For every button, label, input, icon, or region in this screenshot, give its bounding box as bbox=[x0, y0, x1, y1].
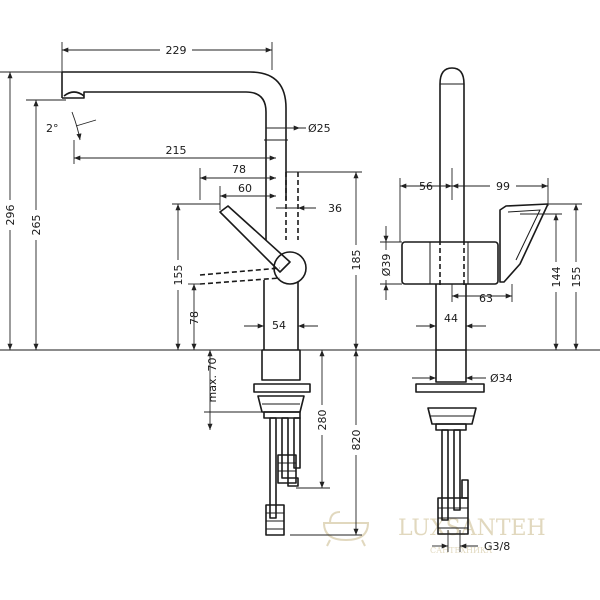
dim-mount-diameter: Ø34 bbox=[490, 372, 513, 385]
mounting-set bbox=[253, 349, 311, 536]
dim-body-diameter: 54 bbox=[272, 319, 286, 332]
dim-tilt-angle: 2° bbox=[46, 122, 59, 135]
dim-lever-pivot-height: 78 bbox=[188, 311, 201, 325]
lever-handle bbox=[199, 205, 307, 285]
dim-max-counter-thickness: max. 70 bbox=[206, 358, 219, 403]
dim-handle-right-width: 99 bbox=[496, 180, 510, 193]
spout bbox=[61, 71, 288, 240]
dim-front-lever-height: 144 bbox=[550, 267, 563, 288]
dim-spout-diameter: Ø25 bbox=[308, 122, 331, 135]
side-view-dimensions: 229 Ø25 2° 215 78 60 36 54 296 bbox=[0, 42, 600, 536]
dim-body-right-offset: 36 bbox=[328, 202, 342, 215]
faucet-body bbox=[258, 280, 304, 351]
front-view bbox=[401, 67, 549, 535]
dim-handle-left-width: 56 bbox=[419, 180, 433, 193]
dim-spout-reach: 229 bbox=[166, 44, 187, 57]
dim-front-total-height: 155 bbox=[570, 267, 583, 288]
front-mounting bbox=[415, 349, 485, 535]
dim-max-height: 296 bbox=[4, 205, 17, 226]
watermark-brand: LUXSANTEH bbox=[398, 516, 546, 541]
dim-lever-height: 185 bbox=[350, 250, 363, 271]
side-view bbox=[61, 71, 311, 536]
dim-valve-depth: 63 bbox=[479, 292, 493, 305]
dim-connection-thread: G3/8 bbox=[484, 540, 510, 553]
dim-base-width: 44 bbox=[444, 312, 458, 325]
front-valve-body bbox=[401, 240, 499, 286]
dim-valve-diameter: Ø39 bbox=[380, 254, 393, 277]
front-view-dimensions: 56 99 Ø39 63 44 Ø34 144 bbox=[379, 168, 584, 553]
front-lever bbox=[499, 203, 549, 283]
dim-hose-length: 820 bbox=[350, 430, 363, 451]
dim-lever-hub-offset: 60 bbox=[238, 182, 252, 195]
watermark: LUXSANTEH САНТЕХНИКА bbox=[322, 511, 546, 555]
dim-lever-swing-height: 155 bbox=[172, 265, 185, 286]
dim-shank-length: 280 bbox=[316, 410, 329, 431]
dim-outlet-height: 265 bbox=[30, 215, 43, 236]
dim-lever-offset: 78 bbox=[232, 163, 246, 176]
watermark-tagline: САНТЕХНИКА bbox=[430, 546, 492, 555]
bathtub-logo-icon bbox=[322, 511, 370, 547]
body-hidden-outline bbox=[285, 171, 299, 240]
front-spout bbox=[439, 67, 465, 240]
dim-spout-reach-axis: 215 bbox=[166, 144, 187, 157]
